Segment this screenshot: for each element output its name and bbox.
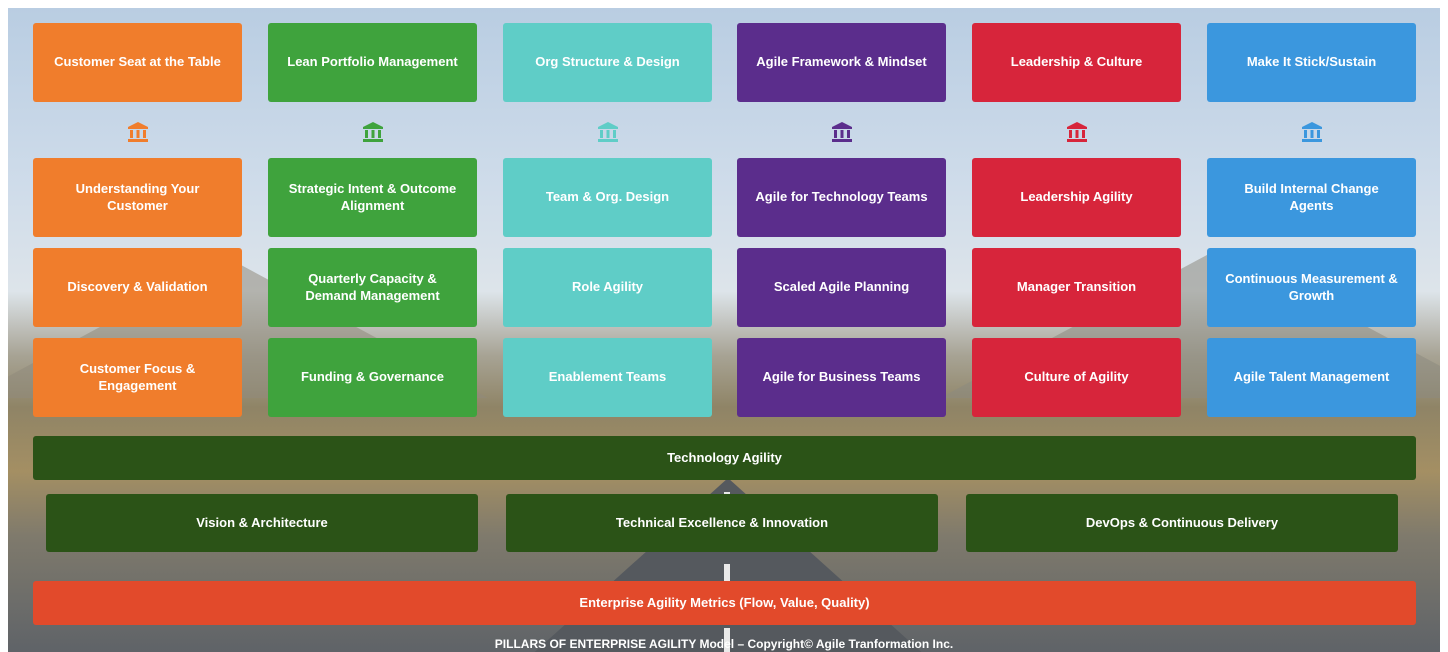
enterprise-metrics-bar: Enterprise Agility Metrics (Flow, Value,… (33, 581, 1416, 625)
pillar-icon (1300, 120, 1324, 144)
pillar-item: Agile for Technology Teams (737, 158, 946, 237)
technology-agility-bar: Technology Agility (33, 436, 1416, 480)
pillar-header-sustain: Make It Stick/Sustain (1207, 23, 1416, 102)
pillar-item: Role Agility (503, 248, 712, 327)
pillar-icon (596, 120, 620, 144)
pillar-header-leadership: Leadership & Culture (972, 23, 1181, 102)
pillar-icon (830, 120, 854, 144)
pillar-icon (1065, 120, 1089, 144)
devops-block: DevOps & Continuous Delivery (966, 494, 1398, 552)
pillar-item: Enablement Teams (503, 338, 712, 417)
pillar-item: Quarterly Capacity & Demand Management (268, 248, 477, 327)
pillar-item: Agile Talent Management (1207, 338, 1416, 417)
road-lane-marking (724, 564, 730, 582)
pillar-header-framework: Agile Framework & Mindset (737, 23, 946, 102)
pillar-header-org: Org Structure & Design (503, 23, 712, 102)
pillar-item: Understanding Your Customer (33, 158, 242, 237)
copyright-footer: PILLARS OF ENTERPRISE AGILITY Model – Co… (494, 637, 954, 651)
road-lane-marking (724, 628, 730, 652)
vision-architecture-block: Vision & Architecture (46, 494, 478, 552)
pillar-item: Scaled Agile Planning (737, 248, 946, 327)
pillar-icon (126, 120, 150, 144)
pillar-item: Build Internal Change Agents (1207, 158, 1416, 237)
pillar-item: Customer Focus & Engagement (33, 338, 242, 417)
pillar-item: Manager Transition (972, 248, 1181, 327)
technical-excellence-block: Technical Excellence & Innovation (506, 494, 938, 552)
pillar-item: Leadership Agility (972, 158, 1181, 237)
pillar-item: Culture of Agility (972, 338, 1181, 417)
pillar-item: Continuous Measurement & Growth (1207, 248, 1416, 327)
pillar-item: Team & Org. Design (503, 158, 712, 237)
pillar-header-customer: Customer Seat at the Table (33, 23, 242, 102)
pillar-item: Strategic Intent & Outcome Alignment (268, 158, 477, 237)
pillar-item: Discovery & Validation (33, 248, 242, 327)
pillar-icon (361, 120, 385, 144)
pillar-header-portfolio: Lean Portfolio Management (268, 23, 477, 102)
pillar-item: Agile for Business Teams (737, 338, 946, 417)
pillars-diagram: Customer Seat at the Table Understanding… (8, 8, 1440, 652)
pillar-item: Funding & Governance (268, 338, 477, 417)
